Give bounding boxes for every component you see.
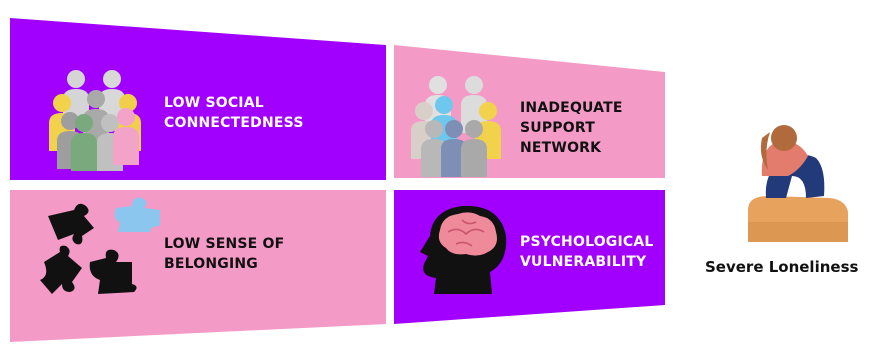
label-inadequate-support-network: INADEQUATE SUPPORT NETWORK xyxy=(520,98,623,158)
label-line: CONNECTEDNESS xyxy=(164,115,304,131)
label-line: LOW SENSE OF xyxy=(164,236,285,252)
label-line: SUPPORT xyxy=(520,120,595,136)
label-line: NETWORK xyxy=(520,140,602,156)
label-line: VULNERABILITY xyxy=(520,254,647,270)
head-brain-icon xyxy=(420,205,507,294)
sad-person-sitting-icon xyxy=(748,125,848,242)
puzzle-pieces-icon xyxy=(40,197,160,294)
panel-low-sense-of-belonging xyxy=(10,190,386,342)
label-line: PSYCHOLOGICAL xyxy=(520,234,654,250)
label-line: INADEQUATE xyxy=(520,100,623,116)
outcome-caption: Severe Loneliness xyxy=(705,258,859,276)
label-line: BELONGING xyxy=(164,256,258,272)
label-line: LOW SOCIAL xyxy=(164,95,264,111)
label-low-social-connectedness: LOW SOCIAL CONNECTEDNESS xyxy=(164,93,304,133)
label-psychological-vulnerability: PSYCHOLOGICAL VULNERABILITY xyxy=(520,232,654,272)
label-low-sense-of-belonging: LOW SENSE OF BELONGING xyxy=(164,234,284,274)
